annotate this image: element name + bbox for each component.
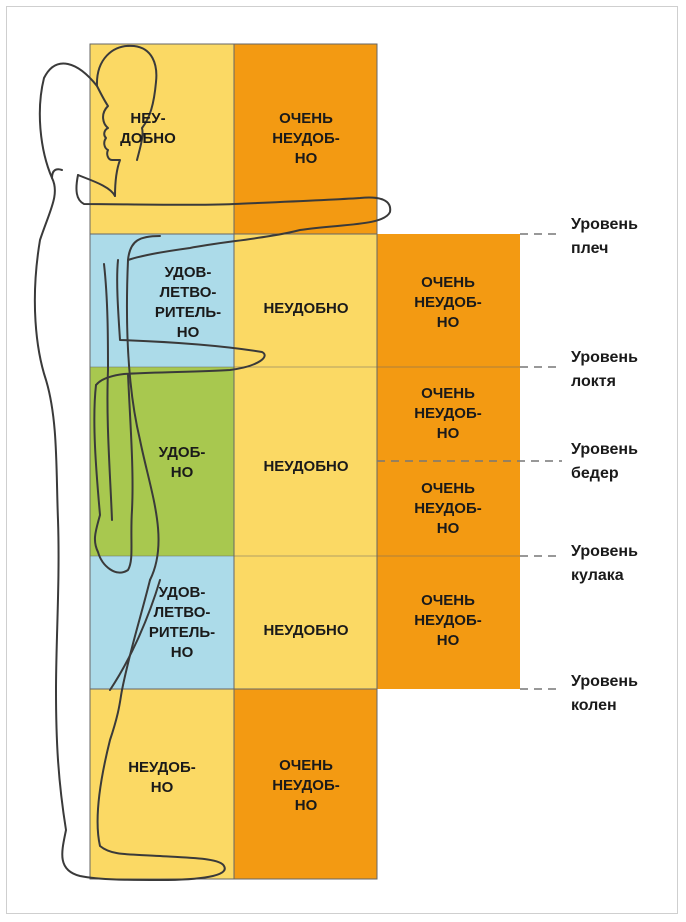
zone-shoulder-col3 — [377, 234, 520, 367]
zone-label-head-col1: НЕУ-ДОБНО — [120, 110, 176, 147]
zone-label-knee-col1: НЕУДОБ-НО — [128, 759, 196, 796]
zone-elbow-col2 — [234, 367, 377, 556]
zone-elbow-col3 — [377, 367, 520, 461]
zone-label-elbow-col2: НЕУДОБНО — [263, 458, 348, 475]
zone-fist-col2 — [234, 556, 377, 689]
zone-knee-col1 — [90, 689, 234, 879]
zone-fist-col1 — [90, 556, 234, 689]
zone-label-shoulder-col2: НЕУДОБНО — [263, 300, 348, 317]
zone-label-shoulder-col1: УДОВ-ЛЕТВО-РИТЕЛЬ-НО — [155, 264, 221, 341]
zone-label-elbow-col1: УДОБ-НО — [159, 444, 206, 481]
zone-elbow-col1 — [90, 367, 234, 556]
zone-label-fist-col2: НЕУДОБНО — [263, 622, 348, 639]
zone-shoulder-col2 — [234, 234, 377, 367]
zone-hip-col3 — [377, 461, 520, 556]
zone-head-col1 — [90, 44, 234, 234]
zone-knee-col2 — [234, 689, 377, 879]
zone-label-fist-col1: УДОВ-ЛЕТВО-РИТЕЛЬ-НО — [149, 584, 215, 661]
zone-fist-col3 — [377, 556, 520, 689]
level-dashes — [377, 233, 562, 690]
human-silhouette-icon — [33, 44, 392, 881]
